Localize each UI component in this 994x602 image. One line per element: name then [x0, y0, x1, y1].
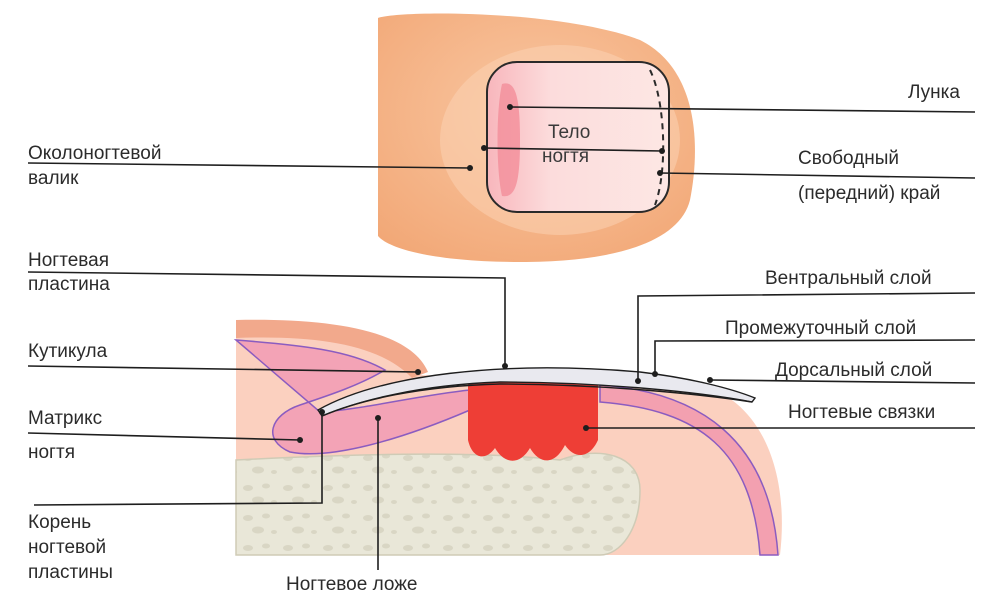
- label-plastina-1: Ногтевая: [28, 250, 109, 271]
- dot-dorsal: [707, 377, 713, 383]
- label-koren-3: пластины: [28, 562, 113, 583]
- leader-telo: [483, 147, 663, 152]
- label-telo-1: Тело: [548, 122, 590, 143]
- label-plastina-2: пластина: [28, 274, 110, 295]
- leader-svobod: [659, 172, 976, 179]
- dot-ventral: [635, 378, 641, 384]
- nail-plate-top: [486, 61, 670, 213]
- label-dorsal: Дорсальный слой: [775, 360, 932, 381]
- finger-cross-section: [233, 319, 782, 556]
- dot-svobod: [657, 170, 663, 176]
- dermal-layer-right: [599, 384, 779, 556]
- label-lunka: Лунка: [908, 82, 960, 103]
- dot-okolo: [467, 165, 473, 171]
- leader-matriks: [27, 432, 301, 441]
- nail-plate-ventral: [321, 383, 753, 417]
- label-ventral: Вентральный слой: [765, 268, 932, 289]
- leader-kutikula: [27, 365, 419, 373]
- nail-ligaments: [468, 380, 598, 461]
- label-okolo-1: Околоногтевой: [28, 143, 161, 164]
- dot-matriks: [297, 437, 303, 443]
- dot-lunka: [507, 104, 513, 110]
- dot-promezh: [652, 371, 658, 377]
- dot-svyazki: [583, 425, 589, 431]
- label-svobod-1: Свободный: [798, 148, 899, 169]
- label-kutikula: Кутикула: [28, 341, 108, 362]
- label-matriks-1: Матрикс: [28, 408, 102, 429]
- label-matriks-2: ногтя: [28, 442, 75, 463]
- label-lozhe: Ногтевое ложе: [286, 574, 418, 595]
- label-svobod-2: (передний) край: [798, 183, 940, 204]
- matrix-region: [233, 339, 471, 455]
- leader-okolo: [27, 162, 471, 169]
- dot-telo-right: [659, 148, 665, 154]
- leader-dorsal: [709, 379, 976, 384]
- label-svyazki: Ногтевые связки: [788, 402, 935, 423]
- leader-plastina: [27, 271, 506, 366]
- label-telo-2: ногтя: [542, 146, 589, 167]
- leader-promezh: [654, 339, 976, 374]
- leader-koren: [33, 412, 323, 506]
- free-edge-dashed: [649, 69, 665, 206]
- proximal-fold-skin: [236, 319, 428, 378]
- label-koren-1: Корень: [28, 512, 91, 533]
- dot-lozhe: [375, 415, 381, 421]
- dot-telo-left: [481, 145, 487, 151]
- leader-lunka: [509, 106, 976, 113]
- label-promezh: Промежуточный слой: [725, 318, 916, 339]
- label-koren-2: ногтевой: [28, 537, 106, 558]
- lunula-shape: [497, 83, 520, 197]
- dot-plastina: [502, 363, 508, 369]
- leader-ventral: [637, 292, 976, 381]
- bone: [235, 452, 641, 556]
- label-okolo-2: валик: [28, 168, 79, 189]
- dot-kutikula: [415, 369, 421, 375]
- dot-koren: [319, 409, 325, 415]
- finger-top-view: [378, 13, 695, 262]
